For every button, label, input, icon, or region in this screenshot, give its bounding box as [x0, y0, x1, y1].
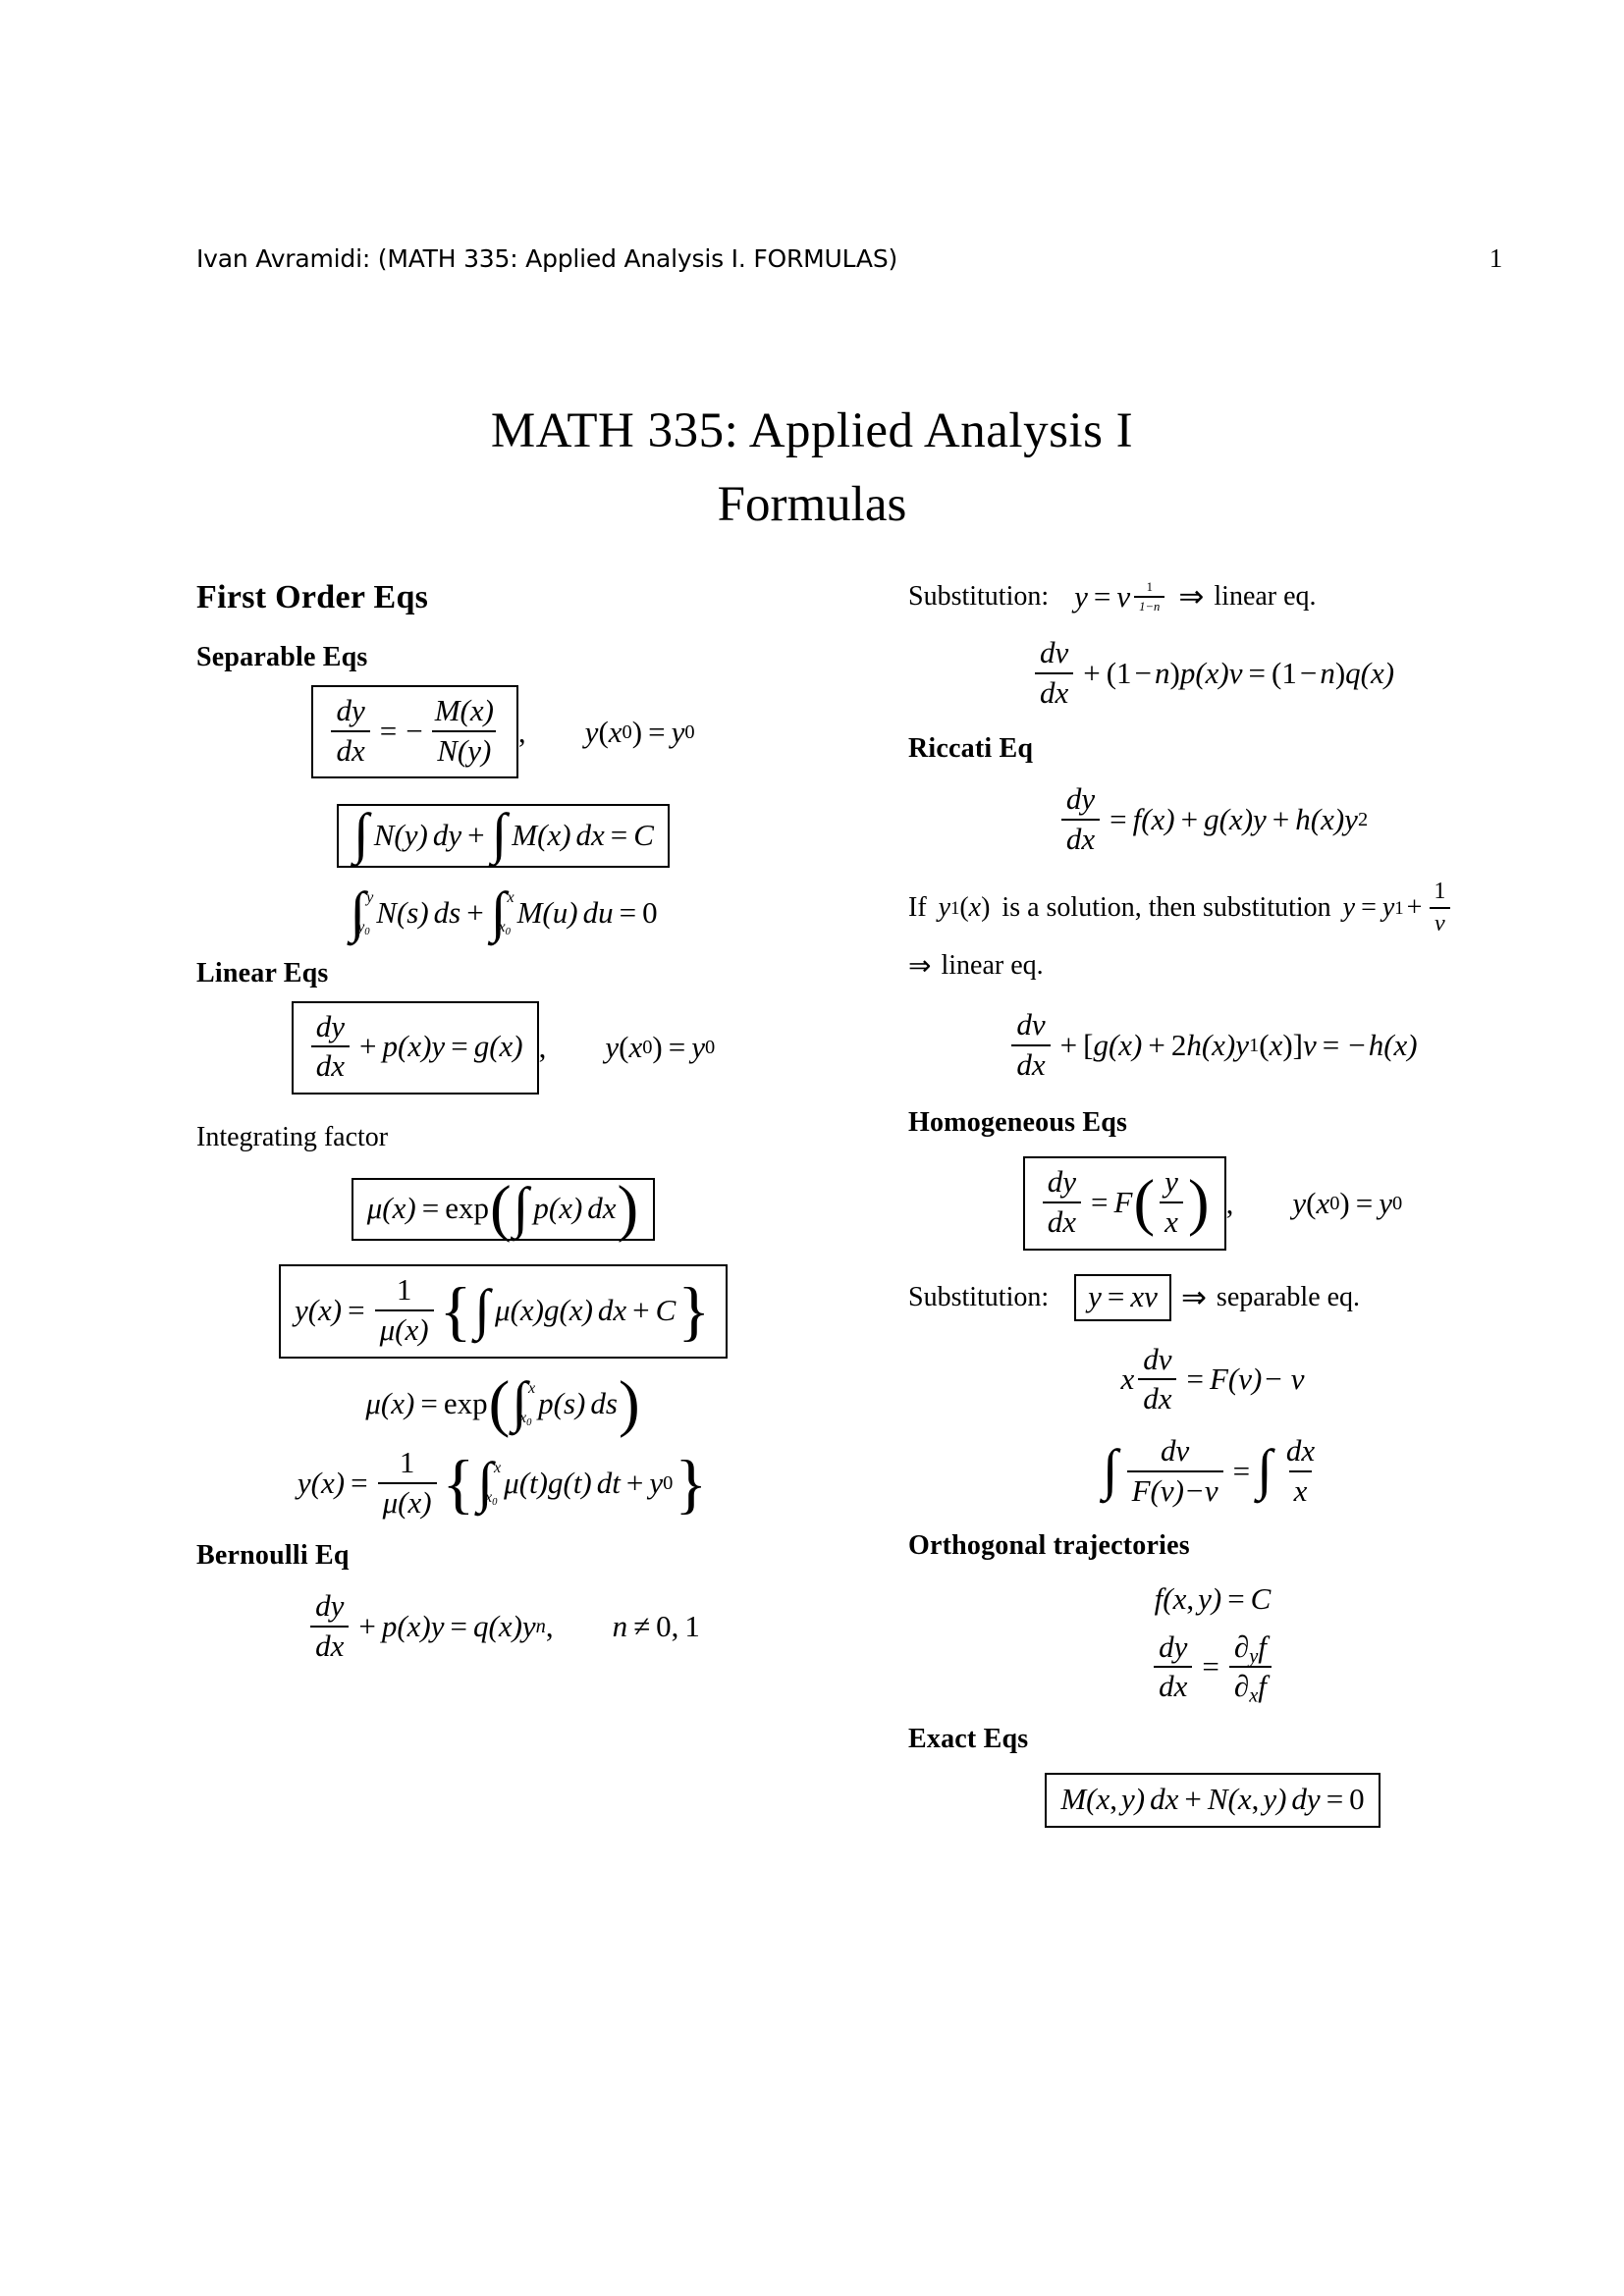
running-head: Ivan Avramidi: (MATH 335: Applied Analys…: [196, 243, 1502, 274]
equation-separable-2: ∫ N(y)dy + ∫ M(x)dx =C: [196, 804, 810, 869]
orthogonal-family: f(x,y) =C: [1154, 1580, 1272, 1616]
linear-comma: ,: [538, 1030, 547, 1065]
equation-exact-1: M(x,y)dx + N(x,y)dy =0: [908, 1772, 1517, 1828]
equation-orthogonal-1: f(x,y) =C: [908, 1581, 1517, 1617]
subsection-separable-eqs: Separable Eqs: [196, 642, 368, 672]
separable-integral-boxed: ∫ N(y)dy + ∫ M(x)dx =C: [337, 804, 670, 869]
exact-ode-boxed: M(x,y)dx + N(x,y)dy =0: [1045, 1772, 1380, 1828]
subsection-orthogonal-trajectories: Orthogonal trajectories: [908, 1529, 1190, 1561]
subsection-bernoulli-eq: Bernoulli Eq: [196, 1539, 350, 1571]
page-title: MATH 335: Applied Analysis I: [490, 403, 1134, 458]
page-number: 1: [1489, 243, 1503, 273]
running-head-text: Ivan Avramidi: (MATH 335: Applied Analys…: [196, 244, 898, 273]
homogeneous-substitution-boxed: y=xv: [1074, 1273, 1171, 1321]
homogeneous-substitution-label: Substitution:: [908, 1281, 1050, 1312]
homogeneous-comma: ,: [1225, 1185, 1234, 1220]
equation-linear-2: μ(x)=exp ( ∫ p(x)dx ): [196, 1176, 810, 1242]
section-first-order-eqs: First Order Eqs: [196, 579, 429, 615]
subsection-riccati-eq: Riccati Eq: [908, 733, 1034, 765]
subsection-homogeneous-eqs: Homogeneous Eqs: [908, 1107, 1128, 1139]
bernoulli-condition: n≠0,1: [612, 1608, 700, 1643]
subsection-exact-eqs: Exact Eqs: [908, 1723, 1029, 1754]
subsection-linear-eqs: Linear Eqs: [196, 957, 329, 988]
label-integrating-factor: Integrating factor: [196, 1122, 389, 1153]
bernoulli-substitution-label: Substitution:: [908, 581, 1050, 612]
homogeneous-substitution-result: separable eq.: [1216, 1281, 1361, 1312]
riccati-note-line2: ⇒ linear eq.: [908, 949, 1044, 982]
riccati-note-a: If: [908, 891, 927, 923]
integrating-factor-boxed: μ(x)=exp ( ∫ p(x)dx ): [351, 1176, 656, 1242]
separable-comma: ,: [517, 714, 526, 749]
bernoulli-substitution-result: linear eq.: [1214, 581, 1317, 612]
riccati-note-result: linear eq.: [941, 949, 1044, 981]
page-subtitle: Formulas: [717, 477, 907, 532]
homogeneous-substitution-line: Substitution: y=xv ⇒ separable eq.: [908, 1273, 1517, 1321]
riccati-note-c: is a solution, then substitution: [1001, 891, 1331, 923]
